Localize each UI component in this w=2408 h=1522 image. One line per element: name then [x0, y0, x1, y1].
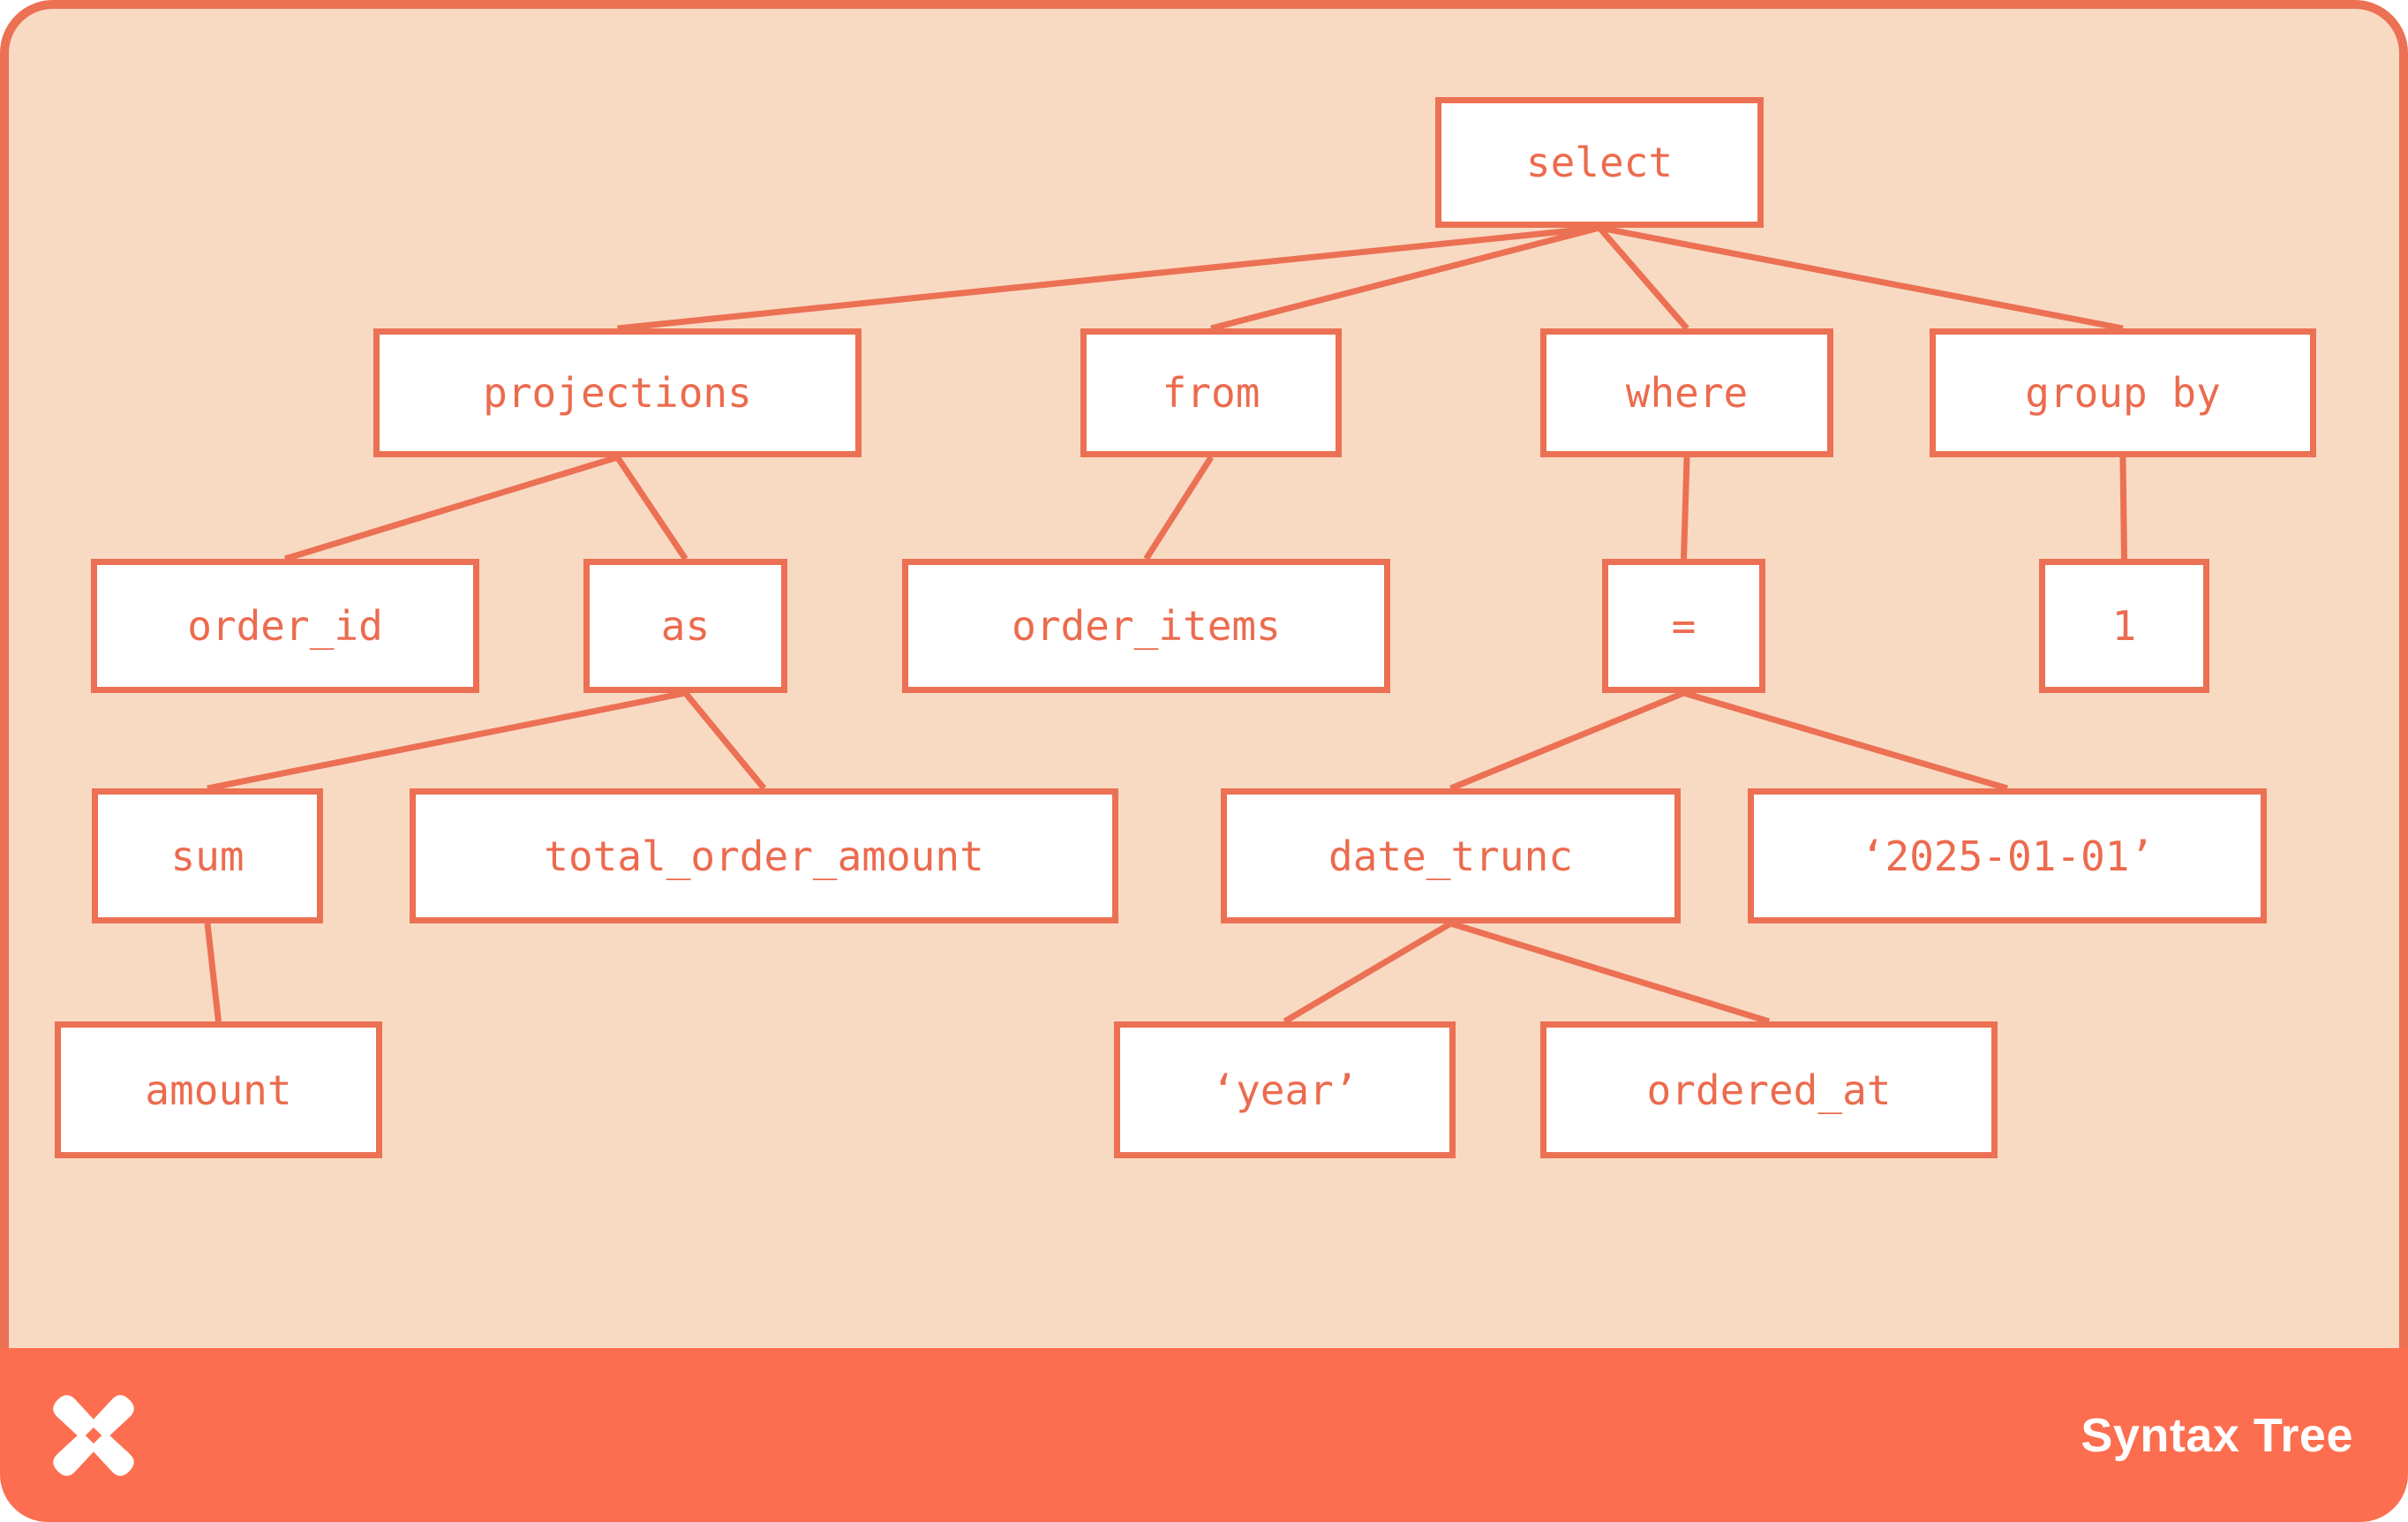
tree-node-from[interactable]: from [1080, 328, 1342, 457]
footer-bar: Syntax Tree [0, 1348, 2408, 1522]
x-star-logo [53, 1394, 134, 1476]
tree-edge-as-to-sum [207, 689, 687, 792]
tree-edge-sum-to-amount [204, 923, 222, 1022]
tree-node-eq[interactable]: = [1602, 559, 1765, 693]
tree-edge-where-to-eq [1681, 456, 1690, 560]
tree-node-as[interactable]: as [583, 559, 787, 693]
tree-edge-select-to-group_by [1599, 224, 2124, 332]
tree-edge-select-to-from [1210, 224, 1600, 332]
tree-edge-eq-to-date_literal [1682, 689, 2008, 792]
logo-container [46, 1388, 141, 1483]
tree-node-order_id[interactable]: order_id [91, 559, 479, 693]
diagram-canvas: select projections from where group by order_… [55, 97, 2316, 1158]
tree-node-sum[interactable]: sum [92, 788, 323, 923]
tree-node-total_order_amount[interactable]: total_order_amount [410, 788, 1118, 923]
tree-node-select[interactable]: select [1435, 97, 1764, 228]
tree-node-order_items[interactable]: order_items [902, 559, 1390, 693]
tree-node-amount[interactable]: amount [55, 1021, 382, 1158]
tree-node-one[interactable]: 1 [2039, 559, 2209, 693]
tree-node-date_literal[interactable]: ‘2025-01-01’ [1748, 788, 2267, 923]
tree-edge-eq-to-date_trunc [1449, 689, 1685, 792]
tree-edge-projections-to-as [614, 456, 689, 561]
tree-edge-select-to-projections [617, 224, 1600, 332]
tree-edge-select-to-where [1597, 225, 1689, 331]
tree-edge-as-to-total_order_amount [682, 690, 767, 791]
tree-node-where[interactable]: where [1540, 328, 1833, 457]
tree-edge-date_trunc-to-ordered_at [1449, 920, 1771, 1025]
tree-node-year_literal[interactable]: ‘year’ [1114, 1021, 1456, 1158]
tree-edge-from-to-order_items [1143, 456, 1214, 561]
tree-edge-projections-to-order_id [283, 454, 619, 562]
tree-node-ordered_at[interactable]: ordered_at [1540, 1021, 1998, 1158]
tree-edge-group_by-to-one [2119, 456, 2127, 560]
tree-node-date_trunc[interactable]: date_trunc [1221, 788, 1681, 923]
tree-edge-date_trunc-to-year_literal [1283, 920, 1453, 1025]
tree-node-projections[interactable]: projections [373, 328, 862, 457]
tree-node-group_by[interactable]: group by [1930, 328, 2316, 457]
footer-title: Syntax Tree [2081, 1408, 2353, 1462]
